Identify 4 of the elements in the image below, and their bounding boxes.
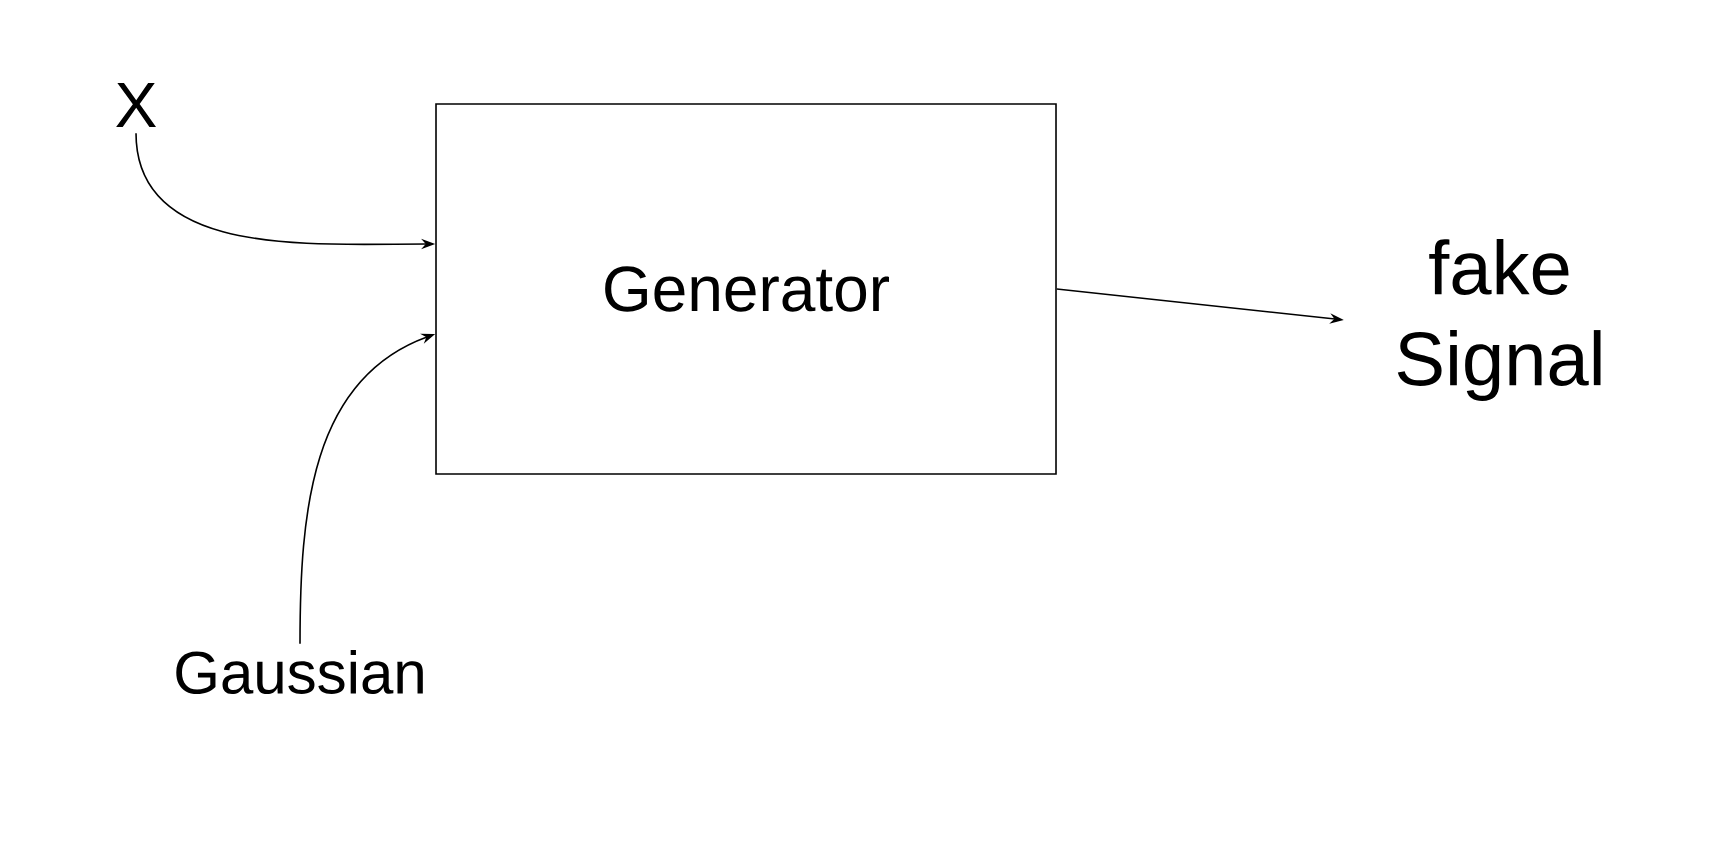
output-label: fake Signal xyxy=(1397,239,1601,401)
input-label: Gaussian xyxy=(176,649,423,694)
input-label: X xyxy=(116,82,156,127)
process-box: Generator xyxy=(435,103,1057,475)
